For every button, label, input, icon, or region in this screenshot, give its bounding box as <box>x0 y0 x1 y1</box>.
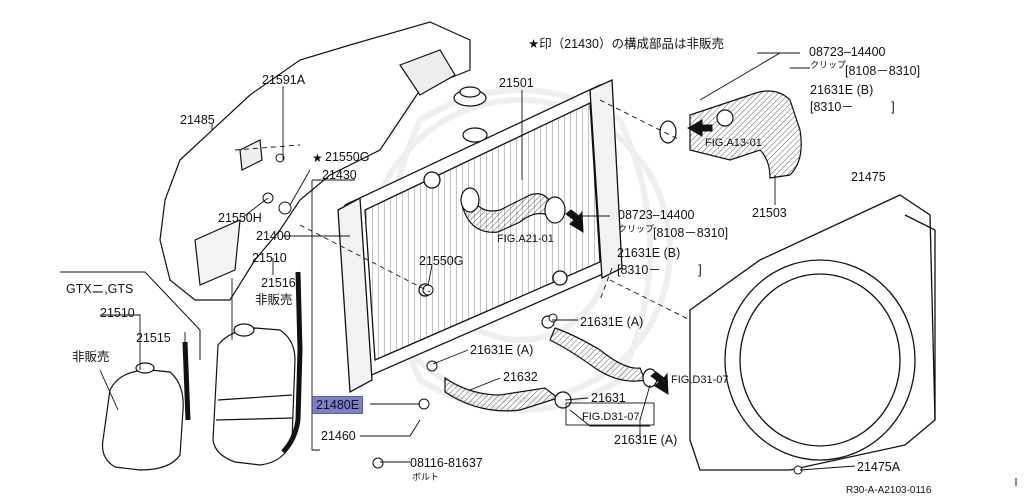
figd31-bottom-box <box>565 402 655 426</box>
part-label-21631E-A-3[interactable]: 21631E (A) <box>614 433 678 447</box>
bolts-and-clips <box>262 153 803 475</box>
fan-shroud-21475 <box>689 194 936 471</box>
part-label-21631E-A-1[interactable]: 21631E (A) <box>580 315 644 329</box>
fig-ref-A13-01[interactable]: FIG.A13-01 <box>705 137 762 149</box>
clip-top-number[interactable]: 08723–14400 <box>809 45 886 59</box>
part-label-21550H[interactable]: 21550H <box>218 211 262 225</box>
bolt-number[interactable]: 08116-81637 <box>410 456 483 470</box>
reservoir-hose-21516 <box>281 271 303 454</box>
part-label-21501[interactable]: 21501 <box>499 76 534 90</box>
clip-mid-kana: クリップ <box>618 224 655 234</box>
fig-ref-A21-01[interactable]: FIG.A21-01 <box>497 233 554 245</box>
part-label-21503[interactable]: 21503 <box>752 206 787 220</box>
star-mark: ★ <box>312 151 323 165</box>
fig-ref-D31-07-right[interactable]: FIG.D31-07 <box>671 374 729 386</box>
part-21631E-B-mid-range: [8310－ ] <box>617 263 702 277</box>
part-label-21550G-mid[interactable]: 21550G <box>419 254 464 268</box>
part-label-21510-left[interactable]: 21510 <box>100 306 135 320</box>
dashed-reference-lines <box>234 99 691 321</box>
radiator-cap <box>453 86 488 143</box>
part-label-21591A[interactable]: 21591A <box>262 73 306 87</box>
part-label-21632[interactable]: 21632 <box>503 370 538 384</box>
clip-mid-range: [8108－8310] <box>653 226 729 240</box>
part-label-21510-center[interactable]: 21510 <box>252 251 287 265</box>
part-label-21475[interactable]: 21475 <box>851 170 886 184</box>
clip-top-range: [8108－8310] <box>845 64 921 78</box>
part-label-21400[interactable]: 21400 <box>256 229 291 243</box>
gtx-group-bracket <box>60 271 201 360</box>
not-for-sale-center: 非販売 <box>255 293 293 307</box>
part-label-21631E-B-mid[interactable]: 21631E (B) <box>617 246 681 260</box>
part-label-21480E-highlighted[interactable]: 21480E <box>312 396 364 414</box>
reservoir-hose-21515 <box>182 341 191 421</box>
radiator-21400 <box>337 79 623 394</box>
part-label-21631[interactable]: 21631 <box>591 391 626 405</box>
part-21631E-B-top-range: [8310－ ] <box>810 100 895 114</box>
part-label-21516[interactable]: 21516 <box>261 276 296 290</box>
upper-hose-21501 <box>460 187 566 233</box>
air-guide-21485 <box>159 21 471 301</box>
part-label-21430[interactable]: 21430 <box>322 168 357 182</box>
part-label-21631E-A-2[interactable]: 21631E (A) <box>470 343 534 357</box>
gtx-group-label: GTXニ,GTS <box>66 282 134 296</box>
clip-top-kana: クリップ <box>810 60 847 70</box>
part-label-21475A[interactable]: 21475A <box>857 460 901 474</box>
part-label-21515[interactable]: 21515 <box>136 331 171 345</box>
part-label-21550G-top[interactable]: 21550G <box>325 150 370 164</box>
not-for-sale-left: 非販売 <box>72 350 110 364</box>
reservoir-tank-left <box>101 362 184 471</box>
part-label-21485[interactable]: 21485 <box>180 113 215 127</box>
bolt-kana: ボルト <box>412 472 440 482</box>
figure-code: R30-A-A2103-0116 <box>846 485 932 496</box>
direction-arrows <box>565 119 713 395</box>
part-label-21460[interactable]: 21460 <box>321 429 356 443</box>
hose-21503 <box>659 90 802 179</box>
note-not-for-sale: ★印（21430）の構成部品は非販売 <box>528 37 724 51</box>
leader-lines <box>99 52 856 471</box>
clip-mid-number[interactable]: 08723–14400 <box>618 208 695 222</box>
part-label-21631E-B-top[interactable]: 21631E (B) <box>810 83 874 97</box>
reservoir-tank-center <box>212 323 296 466</box>
fig-ref-D31-07-bottom[interactable]: FIG.D31-07 <box>582 411 640 423</box>
